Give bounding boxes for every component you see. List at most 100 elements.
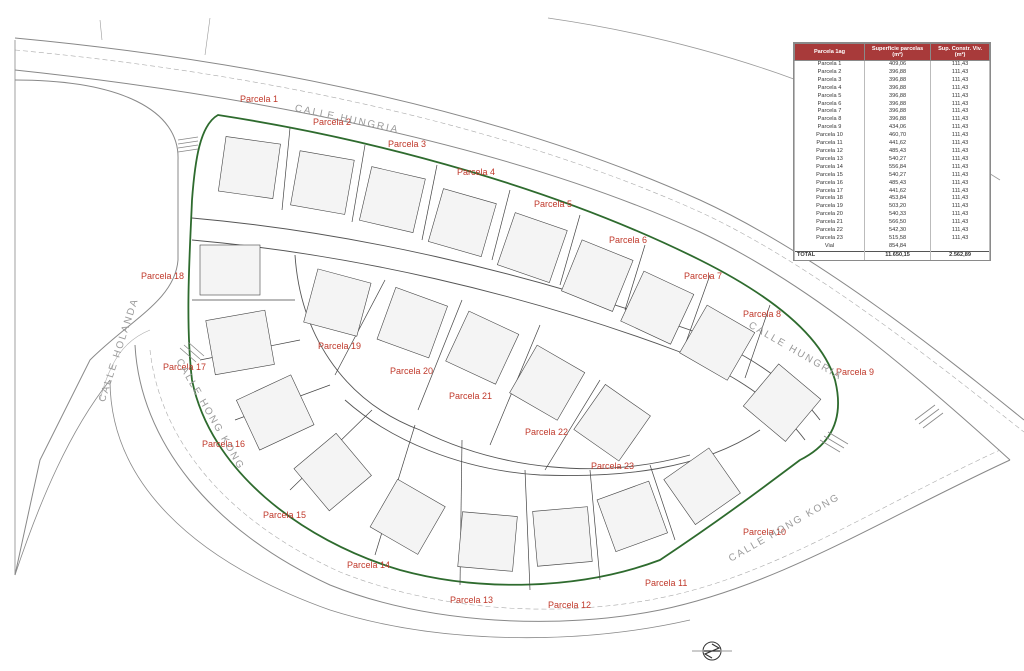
- table-cell: Parcela 2: [794, 68, 865, 77]
- parcel-label-3: Parcela 3: [388, 139, 427, 149]
- north-arrow-icon: [692, 641, 732, 661]
- table-cell: 460,70: [863, 132, 932, 141]
- table-total-cell: 11.650,15: [863, 250, 932, 260]
- parcel-table: Parcela 1ag Superficie parcelas (m²) Sup…: [794, 43, 990, 260]
- table-cell: 111,43: [930, 60, 990, 69]
- table-cell: 111,43: [930, 100, 990, 109]
- table-total-cell: TOTAL: [794, 250, 865, 260]
- parcel-label-6: Parcela 6: [609, 235, 648, 245]
- table-cell: Parcela 22: [794, 227, 865, 235]
- table-cell: 111,43: [930, 147, 990, 156]
- table-cell: 434,06: [863, 124, 932, 133]
- parcel-label-18: Parcela 18: [141, 271, 185, 281]
- table-cell: 453,84: [863, 195, 932, 204]
- table-cell: Vial: [794, 242, 865, 252]
- table-cell: Parcela 7: [794, 108, 865, 117]
- table-cell: 396,88: [863, 116, 932, 125]
- parcel-label-7: Parcela 7: [684, 271, 723, 281]
- table-cell: Parcela 21: [794, 219, 865, 228]
- table-cell: 542,30: [863, 227, 932, 235]
- parcel-label-13: Parcela 13: [450, 595, 494, 605]
- table-cell: Parcela 14: [794, 163, 865, 172]
- table-cell: Parcela 19: [794, 203, 865, 212]
- parcel-label-22: Parcela 22: [525, 427, 569, 437]
- table-total-cell: 2.562,89: [930, 250, 990, 260]
- table-cell: Parcela 5: [794, 92, 865, 101]
- table-cell: 515,58: [863, 234, 932, 243]
- table-cell: Parcela 16: [794, 179, 865, 188]
- table-cell: 111,43: [930, 203, 990, 212]
- table-cell: 111,43: [930, 171, 990, 180]
- table-cell: 111,43: [930, 108, 990, 117]
- table-cell: Parcela 10: [794, 132, 865, 141]
- table-cell: 441,62: [863, 187, 932, 196]
- parcel-area-table: Parcela 1ag Superficie parcelas (m²) Sup…: [793, 42, 991, 261]
- table-cell: 409,06: [863, 60, 932, 69]
- table-cell: 111,43: [930, 84, 990, 93]
- table-header-row: Parcela 1ag Superficie parcelas (m²) Sup…: [794, 43, 990, 61]
- table-cell: 111,43: [930, 155, 990, 164]
- table-cell: Parcela 18: [794, 195, 865, 204]
- table-cell: 111,43: [930, 234, 990, 243]
- table-cell: [930, 242, 990, 252]
- table-cell: 396,88: [863, 76, 932, 85]
- table-cell: 485,43: [863, 179, 932, 188]
- table-cell: 503,20: [863, 203, 932, 212]
- table-cell: 441,62: [863, 140, 932, 148]
- table-cell: 111,43: [930, 195, 990, 204]
- table-cell: 396,88: [863, 68, 932, 77]
- table-cell: 111,43: [930, 68, 990, 77]
- table-cell: Parcela 1: [794, 60, 865, 69]
- table-cell: Parcela 4: [794, 84, 865, 93]
- table-cell: 111,43: [930, 132, 990, 141]
- parcel-label-5: Parcela 5: [534, 199, 573, 209]
- parcel-label-2: Parcela 2: [313, 117, 352, 127]
- parcel-label-21: Parcela 21: [449, 391, 493, 401]
- table-cell: Parcela 6: [794, 100, 865, 109]
- table-cell: 854,84: [863, 242, 932, 252]
- table-cell: Parcela 11: [794, 140, 865, 148]
- table-cell: Parcela 15: [794, 171, 865, 180]
- table-cell: 111,43: [930, 179, 990, 188]
- table-cell: 111,43: [930, 187, 990, 196]
- parcel-label-23: Parcela 23: [591, 461, 635, 471]
- table-cell: 540,27: [863, 155, 932, 164]
- table-header-cell: Parcela 1ag: [794, 43, 865, 61]
- parcel-label-19: Parcela 19: [318, 341, 362, 351]
- parcel-label-16: Parcela 16: [202, 439, 246, 449]
- table-cell: 540,33: [863, 211, 932, 220]
- table-cell: 111,43: [930, 140, 990, 148]
- table-cell: 556,84: [863, 163, 932, 172]
- parcel-label-17: Parcela 17: [163, 362, 207, 372]
- table-cell: Parcela 9: [794, 124, 865, 133]
- table-header-cell: Superficie parcelas (m²): [863, 43, 932, 61]
- parcel-label-1: Parcela 1: [240, 94, 279, 104]
- table-cell: Parcela 3: [794, 76, 865, 85]
- table-cell: 396,88: [863, 84, 932, 93]
- table-cell: 485,43: [863, 147, 932, 156]
- table-cell: 111,43: [930, 92, 990, 101]
- table-cell: Parcela 13: [794, 155, 865, 164]
- table-cell: 111,43: [930, 124, 990, 133]
- table-cell: 111,43: [930, 116, 990, 125]
- parcel-label-8: Parcela 8: [743, 309, 782, 319]
